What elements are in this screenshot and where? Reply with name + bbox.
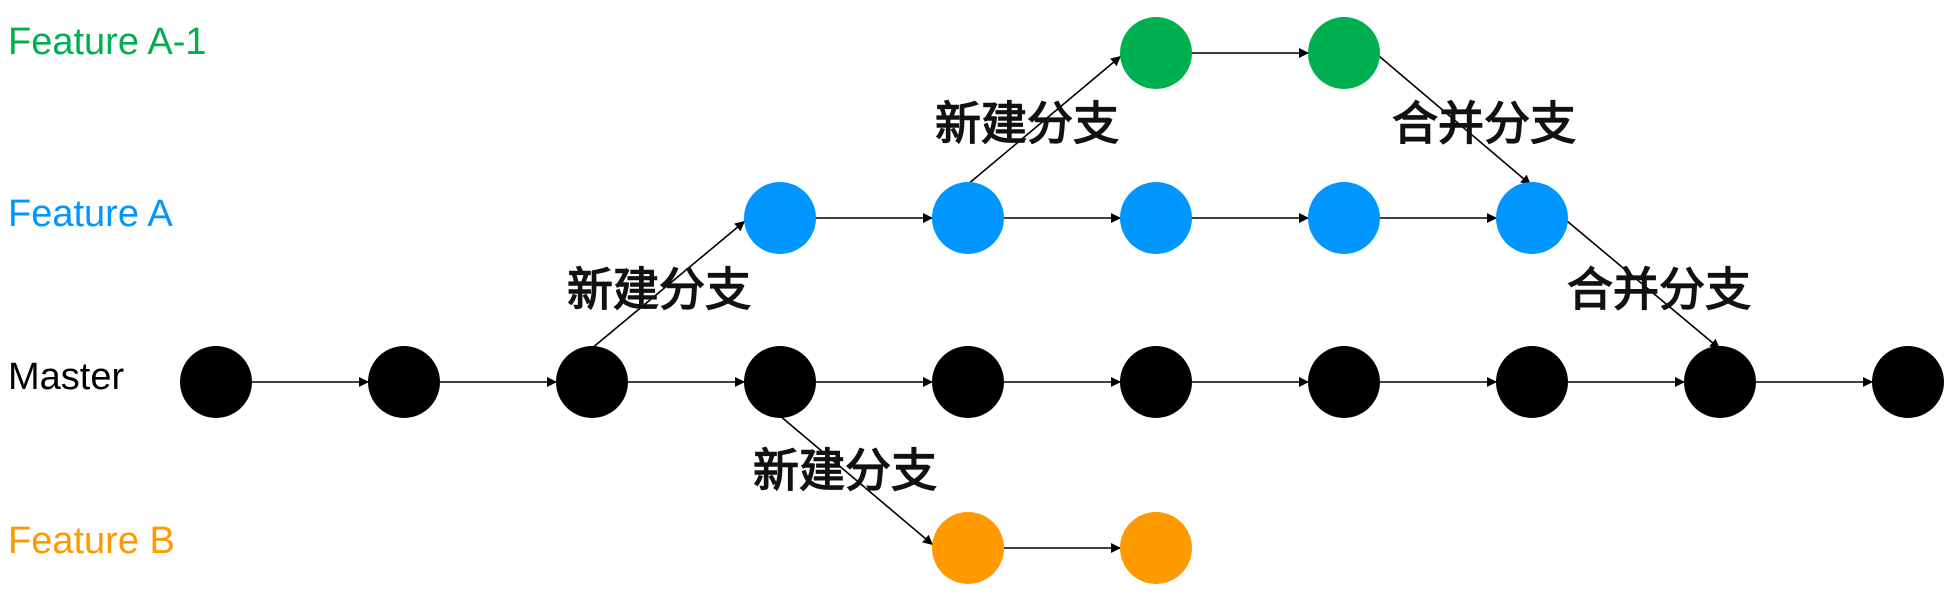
edge-branch-master-to-feature-a	[590, 220, 746, 350]
merge-branch-label-feature-a: 合并分支	[1567, 263, 1751, 317]
commit-node	[932, 182, 1004, 254]
commit-node	[1496, 346, 1568, 418]
branch-label-master: Master	[8, 356, 124, 398]
commit-node	[1308, 346, 1380, 418]
branch-label-feature-b: Feature B	[8, 520, 175, 562]
commit-node	[556, 346, 628, 418]
commit-node	[1684, 346, 1756, 418]
commit-node	[1120, 346, 1192, 418]
edge-branch-feature-a-to-a1	[966, 55, 1122, 186]
edges	[252, 48, 1873, 553]
commit-node	[1120, 182, 1192, 254]
commit-node	[744, 346, 816, 418]
new-branch-label-feature-a: 新建分支	[567, 263, 751, 317]
commit-node	[1308, 182, 1380, 254]
branch-label-feature-a: Feature A	[8, 193, 173, 235]
commit-node	[1120, 17, 1192, 89]
commit-node	[1872, 346, 1944, 418]
edge-branch-master-to-feature-b	[778, 414, 934, 546]
commit-node	[744, 182, 816, 254]
commit-node	[368, 346, 440, 418]
new-branch-label-feature-b: 新建分支	[753, 444, 937, 498]
commit-node	[1308, 17, 1380, 89]
edge-merge-feature-a-to-master	[1566, 220, 1721, 350]
commit-node	[180, 346, 252, 418]
commits-master	[180, 346, 1944, 418]
commits-feature-b	[932, 512, 1192, 584]
commit-node	[1120, 512, 1192, 584]
merge-branch-label-feature-a1: 合并分支	[1392, 97, 1576, 151]
commits-feature-a1	[1120, 17, 1380, 89]
commit-node	[1496, 182, 1568, 254]
edge-merge-a1-to-feature-a	[1378, 55, 1532, 186]
commits-feature-a	[744, 182, 1568, 254]
commit-node	[932, 346, 1004, 418]
branch-label-feature-a1: Feature A-1	[8, 21, 207, 63]
new-branch-label-feature-a1: 新建分支	[935, 97, 1119, 151]
commit-node	[932, 512, 1004, 584]
